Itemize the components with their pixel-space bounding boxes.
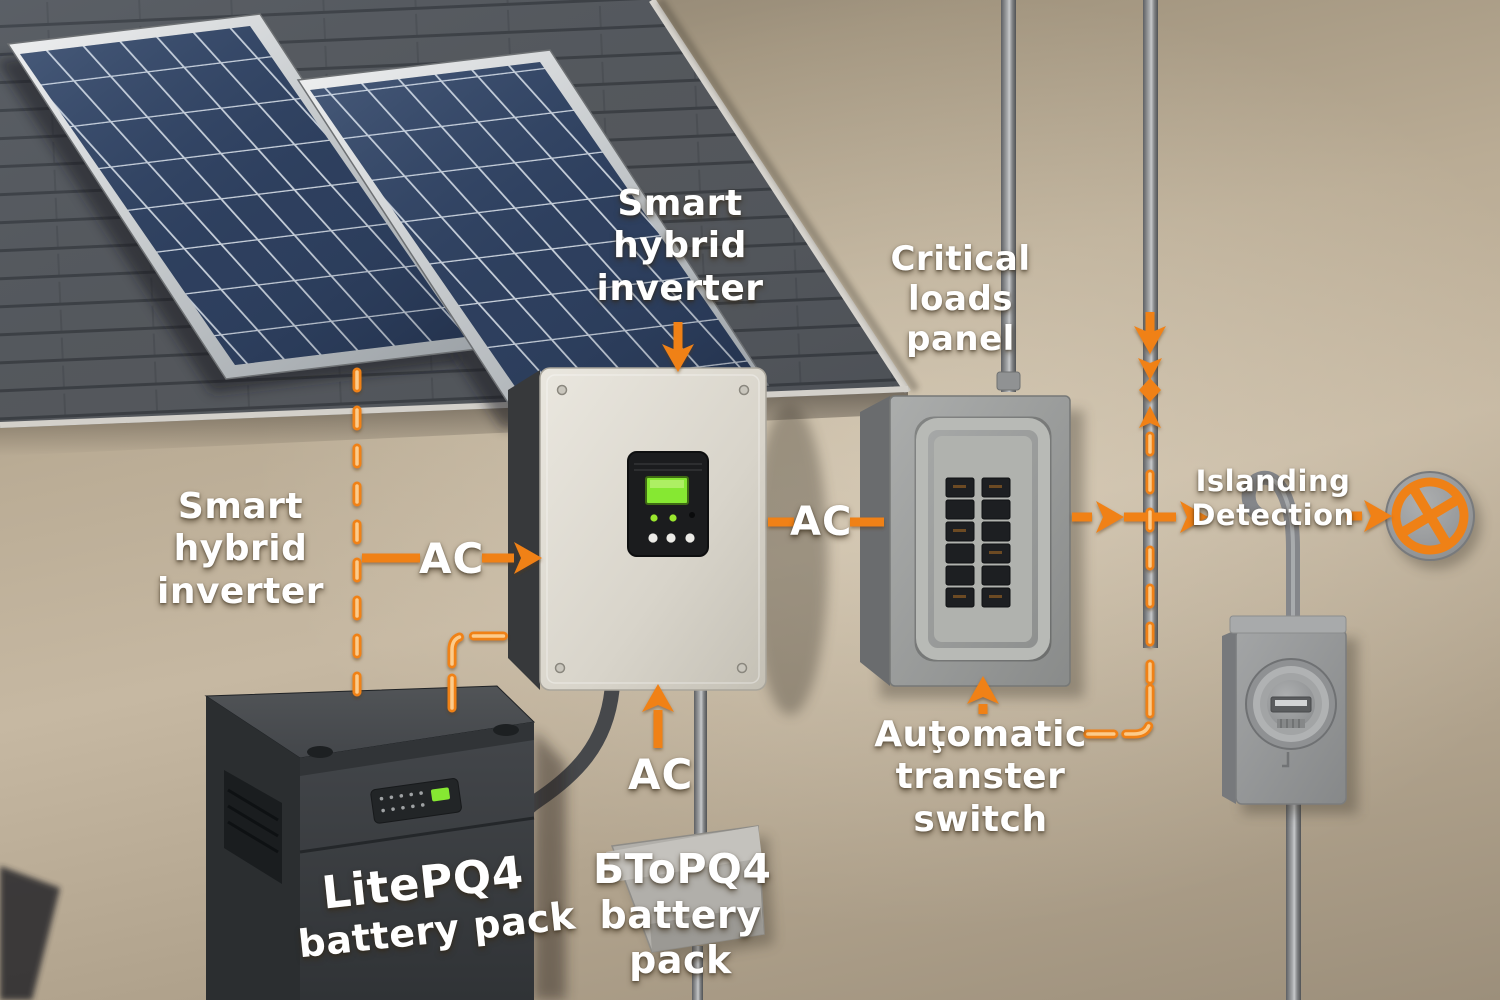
label-line: loads [907,279,1014,320]
arrow-down-icon [1134,326,1166,354]
inverter-screws [554,384,750,674]
conduit-coupling [996,371,1021,391]
arrow-up-icon [967,676,999,704]
arrow-right-icon [1096,501,1124,533]
meter-dial [1245,658,1337,750]
label-line: Smart [617,183,743,224]
battery-wall-shadow [534,730,566,1000]
grille-lines [227,788,279,854]
meter-display-bar [1275,700,1307,706]
conduit-meter-hook-highlight [1260,475,1295,634]
label-line: battery [599,893,762,938]
inverter-unit [508,367,828,715]
battery-handle-slot [307,746,333,758]
conduit-inverter-to-pack [694,688,707,838]
arrow-up-icon [642,684,674,712]
battery-handle-strip [300,722,534,776]
label-line: Smart [177,486,304,527]
label-ac-bottom: AC [628,750,694,799]
inverter-control-panel [627,451,709,557]
meter-top-cap [1229,615,1347,634]
arrow-right-icon [1180,501,1208,533]
arrow-down-icon [662,344,694,372]
status-led [650,514,658,522]
label-ac-left: AC [419,534,485,583]
label-ac-middle: AC [790,499,853,545]
label-automatic-transfer-switch: Auţomatic transter switch [868,714,1093,841]
critical-loads-panel-box [860,395,1084,698]
label-line: Islanding [1195,464,1351,498]
battery-front-face [300,722,534,1000]
solar-panel-array [0,13,770,429]
clp-side-face [860,396,890,686]
line-ats-to-grid [1081,683,1155,739]
label-line: Critical [890,239,1031,279]
inverter-bevel [546,374,760,684]
conduit-below-meter [1286,804,1301,1000]
label-islanding-detection: Islanding Detection [1178,464,1368,532]
conduit-below-pack [692,946,703,1000]
label-line: switch [913,798,1048,840]
conduit-to-loads-panel [1001,0,1016,392]
clp-door-ring [916,418,1050,660]
circle-x-icon [1385,471,1481,569]
label-line: hybrid [613,225,747,267]
breaker-columns [945,477,1011,608]
label-line: Detection [1191,498,1355,533]
meter-side-face [1222,630,1236,804]
gable-trim [649,0,911,394]
label-line: БToPQ4 [593,845,772,893]
panel-button [685,533,695,543]
label-line: inverter [596,267,764,309]
label-line: pack [629,938,732,983]
label-line: panel [906,319,1015,360]
icon-x-ring [1391,477,1469,555]
battery-status-led [430,787,450,802]
arrow-up-icon [1139,406,1161,428]
label-line: inverter [157,570,324,612]
label-line: Auţomatic [874,714,1087,755]
label-critical-loads-panel: Critical loads panel [858,239,1063,359]
meter-register [1277,719,1305,728]
gable-shadow [656,0,920,393]
label-smart-hybrid-inverter-left: Smart hybrid inverter [128,486,353,613]
battery-cabinet [0,685,566,1000]
utility-meter [1222,615,1358,814]
pack-bottom-facet [650,906,764,952]
corner-shadow [0,866,60,1000]
meter-latch-mark [1282,752,1290,768]
arrow-up-icon [1138,358,1162,380]
battery-seam [299,816,535,854]
arrow-right-icon [1364,500,1392,532]
battery-handle-slot [493,724,519,736]
panel-button [666,533,676,543]
label-smart-hybrid-inverter-top: Smart hybrid inverter [555,183,805,310]
battery-vent-grille [224,770,282,884]
inverter-wall-shadow [752,405,828,715]
small-battery-pack [606,825,774,962]
diamond-icon [1139,378,1161,402]
solar-panel-left [6,13,480,380]
label-btopq4-battery-pack: БToPQ4 battery pack [593,845,772,983]
status-led [669,514,677,522]
panel-button [648,533,658,543]
battery-status-panel [370,778,462,824]
arrow-right-icon [514,542,542,574]
power-flow-lines [352,312,1392,748]
inverter-side-face [508,370,540,690]
sensor-dot [689,512,695,518]
lcd-sheen [650,480,684,488]
label-line: hybrid [173,528,308,570]
solar-panel-right [296,49,770,416]
pack-top-facet [606,826,762,882]
label-line: transter [895,756,1066,798]
